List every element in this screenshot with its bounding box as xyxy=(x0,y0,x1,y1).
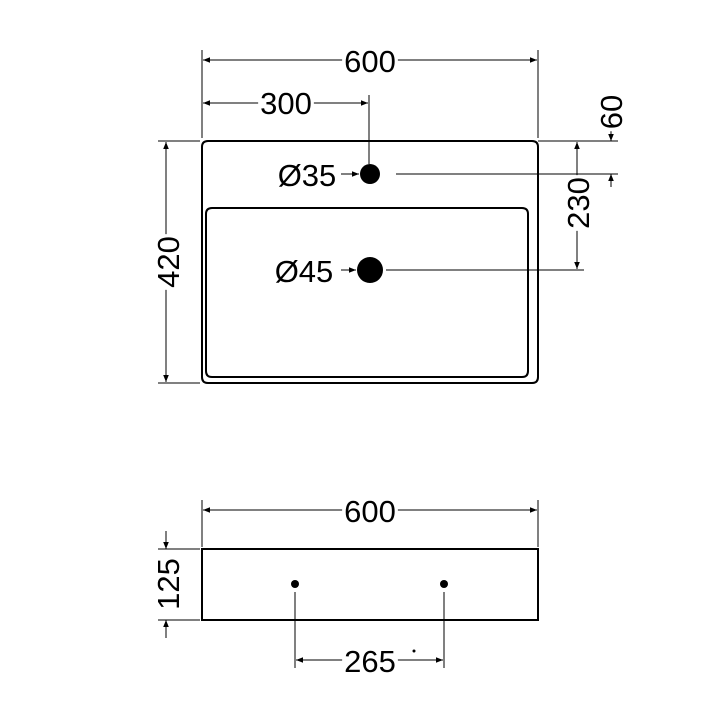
mounting-hole-right xyxy=(440,580,448,588)
label-backdrop xyxy=(153,556,184,612)
dim-label-overflow-offset: 60 xyxy=(594,95,629,129)
label-backdrop xyxy=(258,88,314,119)
label-backdrop xyxy=(563,175,594,231)
label-backdrop xyxy=(275,160,339,191)
dim-height: 125 xyxy=(151,531,200,638)
dim-drain-offset: 230 xyxy=(386,140,596,271)
stray-dot xyxy=(412,649,416,653)
drain-hole xyxy=(357,257,383,283)
dim-overall-width-top: 600 xyxy=(201,44,539,138)
dim-label-height: 125 xyxy=(151,558,186,610)
label-backdrop xyxy=(272,256,336,287)
dim-tap-offset: 300 xyxy=(203,86,370,164)
mounting-hole-left xyxy=(291,580,299,588)
label-backdrop xyxy=(596,92,627,132)
label-backdrop xyxy=(342,496,398,527)
dim-label-tap-offset: 300 xyxy=(260,86,312,121)
dim-overflow-offset: 60 xyxy=(396,92,629,187)
dim-label-front-width: 600 xyxy=(344,494,396,529)
dim-label-drain-offset: 230 xyxy=(561,177,596,229)
dim-tap-diameter: Ø35 xyxy=(275,158,359,193)
label-backdrop xyxy=(342,46,398,77)
basin-outer-outline xyxy=(201,140,539,384)
dim-overall-depth: 420 xyxy=(151,140,200,384)
basin-front-outline xyxy=(201,548,539,621)
dim-label-tap-diameter: Ø35 xyxy=(278,158,337,193)
tap-hole xyxy=(360,164,380,184)
label-backdrop xyxy=(153,234,184,290)
front-view: 600 125 265 xyxy=(151,494,539,679)
basin-inner-bowl xyxy=(205,207,529,378)
top-view: 600 300 420 60 230 xyxy=(151,44,629,384)
dim-label-drain-diameter: Ø45 xyxy=(275,254,334,289)
dim-label-hole-spacing: 265 xyxy=(344,644,396,679)
dim-hole-spacing: 265 xyxy=(294,592,445,679)
dim-label-depth: 420 xyxy=(151,236,186,288)
dim-label-top-width: 600 xyxy=(344,44,396,79)
label-backdrop xyxy=(342,646,398,677)
dim-drain-diameter: Ø45 xyxy=(272,254,356,289)
dim-overall-width-front: 600 xyxy=(201,494,539,547)
